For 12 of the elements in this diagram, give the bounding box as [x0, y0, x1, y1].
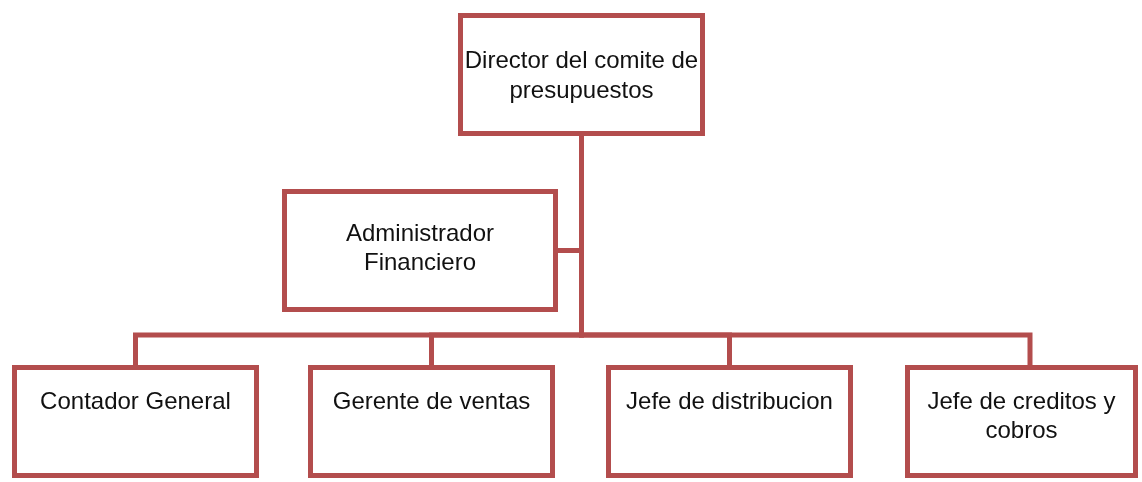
role-label: Administrador Financiero — [344, 218, 496, 277]
org-box — [905, 365, 1138, 478]
role-label: Director del comite de presupuestos — [463, 45, 700, 104]
role-label: Contador General — [40, 386, 231, 416]
role-label: Jefe de creditos y cobros — [926, 386, 1117, 445]
org-box — [308, 365, 555, 478]
org-box — [606, 365, 853, 478]
role-label: Gerente de ventas — [332, 386, 531, 416]
org-box — [282, 189, 558, 312]
role-label: Jefe de distribucion — [626, 386, 833, 416]
org-box — [458, 13, 705, 136]
org-box — [12, 365, 259, 478]
